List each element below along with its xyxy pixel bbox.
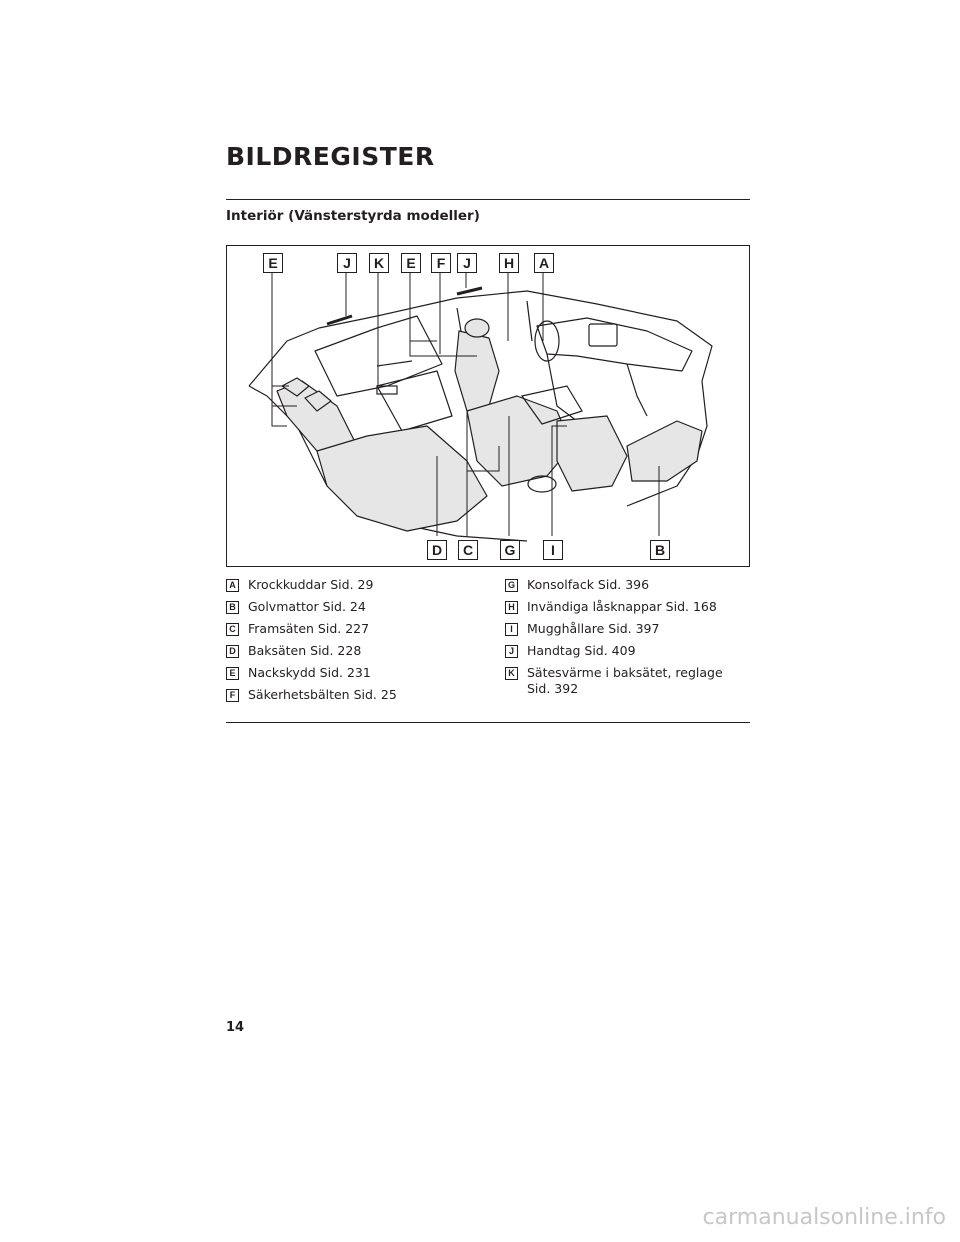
legend-text: Golvmattor Sid. 24 <box>248 599 366 614</box>
watermark: carmanualsonline.info <box>702 1205 946 1230</box>
callout-e-right: E <box>401 253 421 273</box>
page-number: 14 <box>226 1020 245 1035</box>
legend-letter-badge: D <box>226 645 239 658</box>
legend-item: D Baksäten Sid. 228 <box>226 643 488 659</box>
legend-text: Mugghållare Sid. 397 <box>527 621 660 636</box>
car-interior-drawing <box>248 272 713 542</box>
legend-letter-badge: C <box>226 623 239 636</box>
callout-j-right: J <box>457 253 477 273</box>
interior-illustration: E J K E F J H A D C G I B <box>226 245 750 567</box>
callout-g: G <box>500 540 520 560</box>
legend-left-column: A Krockkuddar Sid. 29 B Golvmattor Sid. … <box>226 577 488 709</box>
legend-letter-badge: H <box>505 601 518 614</box>
legend-text-continued: Sid. 392 <box>527 681 579 696</box>
legend-text: Handtag Sid. 409 <box>527 643 636 658</box>
legend-letter-badge: G <box>505 579 518 592</box>
callout-b: B <box>650 540 670 560</box>
legend-letter-badge: F <box>226 689 239 702</box>
legend-item: K Sätesvärme i baksätet, reglage Sid. 39… <box>505 665 750 697</box>
legend-text: Konsolfack Sid. 396 <box>527 577 650 592</box>
legend-text: Krockkuddar Sid. 29 <box>248 577 374 592</box>
legend-item: J Handtag Sid. 409 <box>505 643 750 659</box>
callout-h: H <box>499 253 519 273</box>
legend-text: Säkerhetsbälten Sid. 25 <box>248 687 397 702</box>
legend-text: Sätesvärme i baksätet, reglage <box>527 665 723 680</box>
legend-text: Nackskydd Sid. 231 <box>248 665 371 680</box>
page-heading: BILDREGISTER <box>226 142 435 171</box>
legend-letter-badge: I <box>505 623 518 636</box>
callout-e-left: E <box>263 253 283 273</box>
legend-letter-badge: B <box>226 601 239 614</box>
legend-item: C Framsäten Sid. 227 <box>226 621 488 637</box>
legend-item: B Golvmattor Sid. 24 <box>226 599 488 615</box>
legend-letter-badge: A <box>226 579 239 592</box>
legend-text: Baksäten Sid. 228 <box>248 643 362 658</box>
callout-j-left: J <box>337 253 357 273</box>
legend-text: Invändiga låsknappar Sid. 168 <box>527 599 717 614</box>
legend-letter-badge: E <box>226 667 239 680</box>
callout-a: A <box>534 253 554 273</box>
legend-item: F Säkerhetsbälten Sid. 25 <box>226 687 488 703</box>
callout-d: D <box>427 540 447 560</box>
section-bottom-rule <box>226 722 750 723</box>
callout-i: I <box>543 540 563 560</box>
legend-item: A Krockkuddar Sid. 29 <box>226 577 488 593</box>
legend-text: Framsäten Sid. 227 <box>248 621 370 636</box>
legend-item: G Konsolfack Sid. 396 <box>505 577 750 593</box>
callout-c: C <box>458 540 478 560</box>
legend-letter-badge: K <box>505 667 518 680</box>
heading-rule <box>226 199 750 200</box>
legend-item: I Mugghållare Sid. 397 <box>505 621 750 637</box>
callout-f: F <box>431 253 451 273</box>
legend-item: E Nackskydd Sid. 231 <box>226 665 488 681</box>
callout-k: K <box>369 253 389 273</box>
legend-letter-badge: J <box>505 645 518 658</box>
section-subheading: Interiör (Vänsterstyrda modeller) <box>226 208 480 224</box>
legend-item: H Invändiga låsknappar Sid. 168 <box>505 599 750 615</box>
legend-right-column: G Konsolfack Sid. 396 H Invändiga låskna… <box>505 577 750 703</box>
